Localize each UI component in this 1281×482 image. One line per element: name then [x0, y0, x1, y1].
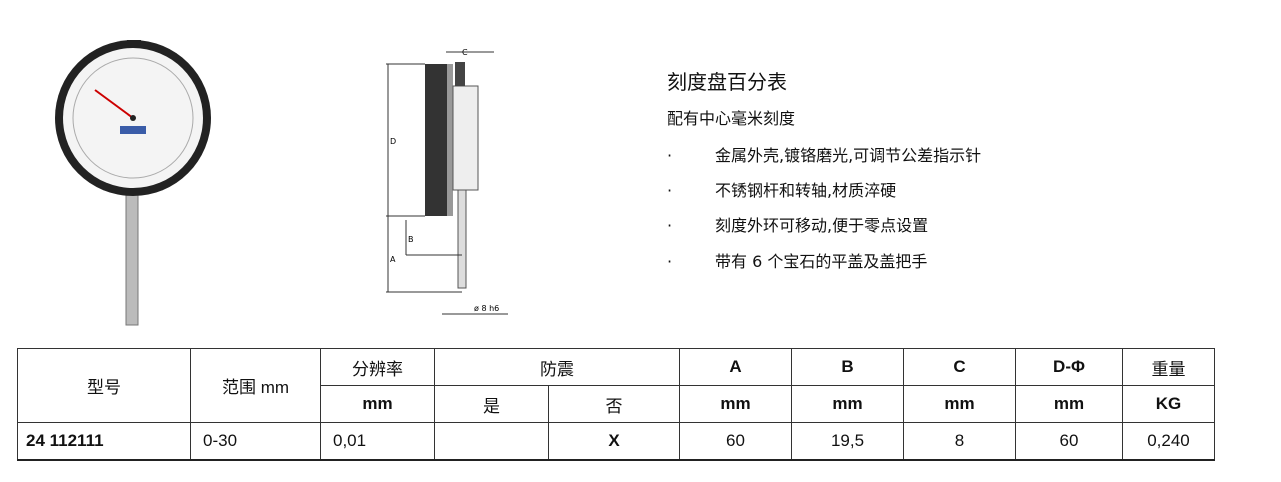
col-shock-yes: 是: [434, 385, 549, 423]
unit: mm: [1015, 385, 1123, 423]
dim-b-label: B: [408, 235, 414, 244]
col-b: B: [791, 348, 904, 386]
feature-text: 金属外壳,镀铬磨光,可调节公差指示针: [715, 146, 982, 165]
dial-gauge-photo: [55, 40, 211, 326]
dim-c-label: C: [462, 48, 468, 57]
cell-weight: 0,240: [1122, 422, 1215, 461]
col-c: C: [903, 348, 1016, 386]
cell-a: 60: [679, 422, 792, 461]
cell-range: 0-30: [190, 422, 321, 461]
bullet: ·: [667, 146, 673, 165]
feature-item: · 金属外壳,镀铬磨光,可调节公差指示针: [667, 142, 981, 166]
product-subtitle: 配有中心毫米刻度: [667, 109, 796, 128]
col-resolution: 分辨率: [320, 348, 435, 386]
cell-shock-no: X: [548, 422, 680, 461]
cell-d: 60: [1015, 422, 1123, 461]
cell-c: 8: [903, 422, 1016, 461]
dim-d-label: D: [390, 137, 396, 146]
bullet: ·: [667, 252, 673, 271]
subheader-row: mm 是 否 mm mm mm mm KG: [18, 385, 1215, 423]
col-shockproof: 防震: [434, 348, 680, 386]
unit: KG: [1122, 385, 1215, 423]
cell-shock-yes: [434, 422, 549, 461]
bullet: ·: [667, 181, 673, 200]
col-shock-no: 否: [548, 385, 680, 423]
dimension-drawing: D B A C ø 8 h6: [386, 48, 508, 315]
product-title: 刻度盘百分表: [667, 70, 787, 94]
dim-diameter-label: ø 8 h6: [474, 304, 499, 313]
cell-resolution: 0,01: [320, 422, 435, 461]
feature-item: · 刻度外环可移动,便于零点设置: [667, 212, 928, 236]
col-model: 型号: [17, 348, 191, 423]
col-d: D-Φ: [1015, 348, 1123, 386]
cell-b: 19,5: [791, 422, 904, 461]
unit: mm: [679, 385, 792, 423]
cell-model: 24 112111: [17, 422, 191, 461]
dim-a-label: A: [390, 255, 396, 264]
header-row: 型号 范围 mm 分辨率 防震 A B C D-Φ 重量: [17, 348, 1215, 423]
spec-table: 型号 范围 mm 分辨率 防震 A B C D-Φ 重量 mm 是 否 mm m…: [17, 348, 1215, 461]
feature-text: 带有 6 个宝石的平盖及盖把手: [715, 252, 928, 271]
table-row: 24 112111 0-30 0,01 X 60 19,5 8 60 0,240: [17, 422, 1215, 461]
unit: mm: [903, 385, 1016, 423]
feature-text: 刻度外环可移动,便于零点设置: [715, 216, 929, 235]
col-range: 范围 mm: [190, 348, 321, 423]
feature-item: · 带有 6 个宝石的平盖及盖把手: [667, 248, 927, 272]
feature-text: 不锈钢杆和转轴,材质淬硬: [715, 181, 897, 200]
feature-item: · 不锈钢杆和转轴,材质淬硬: [667, 177, 896, 201]
unit: mm: [320, 385, 435, 423]
bullet: ·: [667, 216, 673, 235]
unit: mm: [791, 385, 904, 423]
col-a: A: [679, 348, 792, 386]
col-weight: 重量: [1122, 348, 1215, 386]
